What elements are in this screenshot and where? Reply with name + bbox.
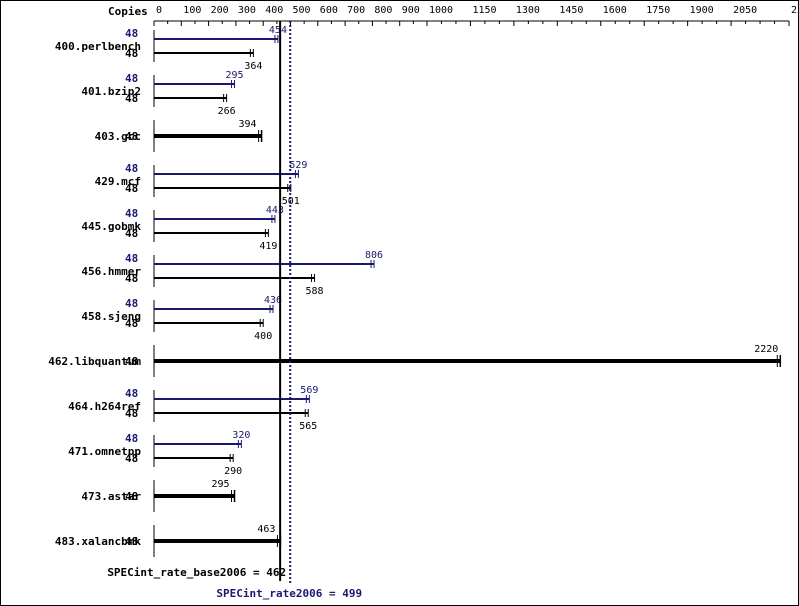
peak-value-label: 443 [266,205,284,216]
base-value-label: 400 [254,331,272,342]
base-copies-label: 48 [125,407,138,420]
x-tick-label: 100 [183,5,201,16]
x-tick-label: 200 [211,5,229,16]
x-tick-label: 300 [238,5,256,16]
base-copies-label: 48 [125,317,138,330]
benchmark-label: 429.mcf [95,175,141,188]
base-reference-label: SPECint_rate_base2006 = 462 [107,566,286,579]
benchmark-label: 401.bzip2 [81,85,141,98]
x-tick-label: 1300 [516,5,540,16]
benchmark-label: 445.gobmk [81,220,141,233]
base-value-label: 266 [218,106,236,117]
benchmark-label: 483.xalancbmk [55,535,141,548]
x-tick-label: 2050 [733,5,757,16]
benchmark-row: 429.mcf4852948501 [95,160,308,207]
peak-copies-label: 48 [125,252,138,265]
reference-lines: SPECint_rate_base2006 = 462SPECint_rate2… [107,21,362,600]
base-value-label: 565 [299,421,317,432]
x-tick-label: 2250 [791,5,798,16]
x-tick-label: 500 [293,5,311,16]
benchmark-label: 462.libquantum [48,355,141,368]
benchmark-label: 400.perlbench [55,40,141,53]
peak-value-label: 454 [269,25,287,36]
x-tick-label: 1600 [603,5,627,16]
x-tick-label: 1900 [690,5,714,16]
x-tick-label: 0 [156,5,162,16]
x-tick-label: 600 [320,5,338,16]
base-value-label: 2220 [754,344,778,355]
benchmark-label: 471.omnetpp [68,445,141,458]
peak-copies-label: 48 [125,297,138,310]
x-tick-label: 1450 [559,5,583,16]
x-tick-label: 400 [265,5,283,16]
peak-value-label: 436 [264,295,282,306]
x-axis: 0 100 200 300 400 500 600 700 800 900 1000 1150 1300… [153,5,798,26]
base-copies-label: 48 [125,92,138,105]
peak-copies-label: 48 [125,432,138,445]
peak-value-label: 569 [300,385,318,396]
base-copies-label: 48 [125,535,138,548]
base-value-label: 364 [244,61,262,72]
base-value-label: 588 [305,286,323,297]
base-copies-label: 48 [125,355,138,368]
peak-value-label: 806 [365,250,383,261]
peak-value-label: 295 [226,70,244,81]
peak-copies-label: 48 [125,27,138,40]
base-value-label: 394 [239,119,257,130]
x-tick-label: 1150 [472,5,496,16]
base-copies-label: 48 [125,272,138,285]
x-tick-label: 700 [347,5,365,16]
x-tick-label: 900 [402,5,420,16]
base-value-label: 295 [212,479,230,490]
base-value-label: 290 [224,466,242,477]
benchmark-label: 464.h264ref [68,400,141,413]
base-value-label: 463 [257,524,275,535]
base-copies-label: 48 [125,182,138,195]
peak-copies-label: 48 [125,72,138,85]
benchmark-label: 458.sjeng [81,310,141,323]
base-copies-label: 48 [125,452,138,465]
x-tick-label: 1000 [429,5,453,16]
peak-value-label: 320 [232,430,250,441]
base-copies-label: 48 [125,130,138,143]
base-copies-label: 48 [125,490,138,503]
copies-header: Copies [108,5,148,18]
base-copies-label: 48 [125,227,138,240]
benchmark-label: 456.hmmer [81,265,141,278]
peak-value-label: 529 [289,160,307,171]
peak-copies-label: 48 [125,387,138,400]
x-tick-label: 1750 [646,5,670,16]
base-value-label: 419 [259,241,277,252]
benchmark-label: 473.astar [81,490,141,503]
benchmark-label: 403.gcc [95,130,141,143]
x-tick-label: 800 [374,5,392,16]
base-copies-label: 48 [125,47,138,60]
peak-copies-label: 48 [125,162,138,175]
peak-copies-label: 48 [125,207,138,220]
peak-reference-label: SPECint_rate2006 = 499 [216,587,362,600]
